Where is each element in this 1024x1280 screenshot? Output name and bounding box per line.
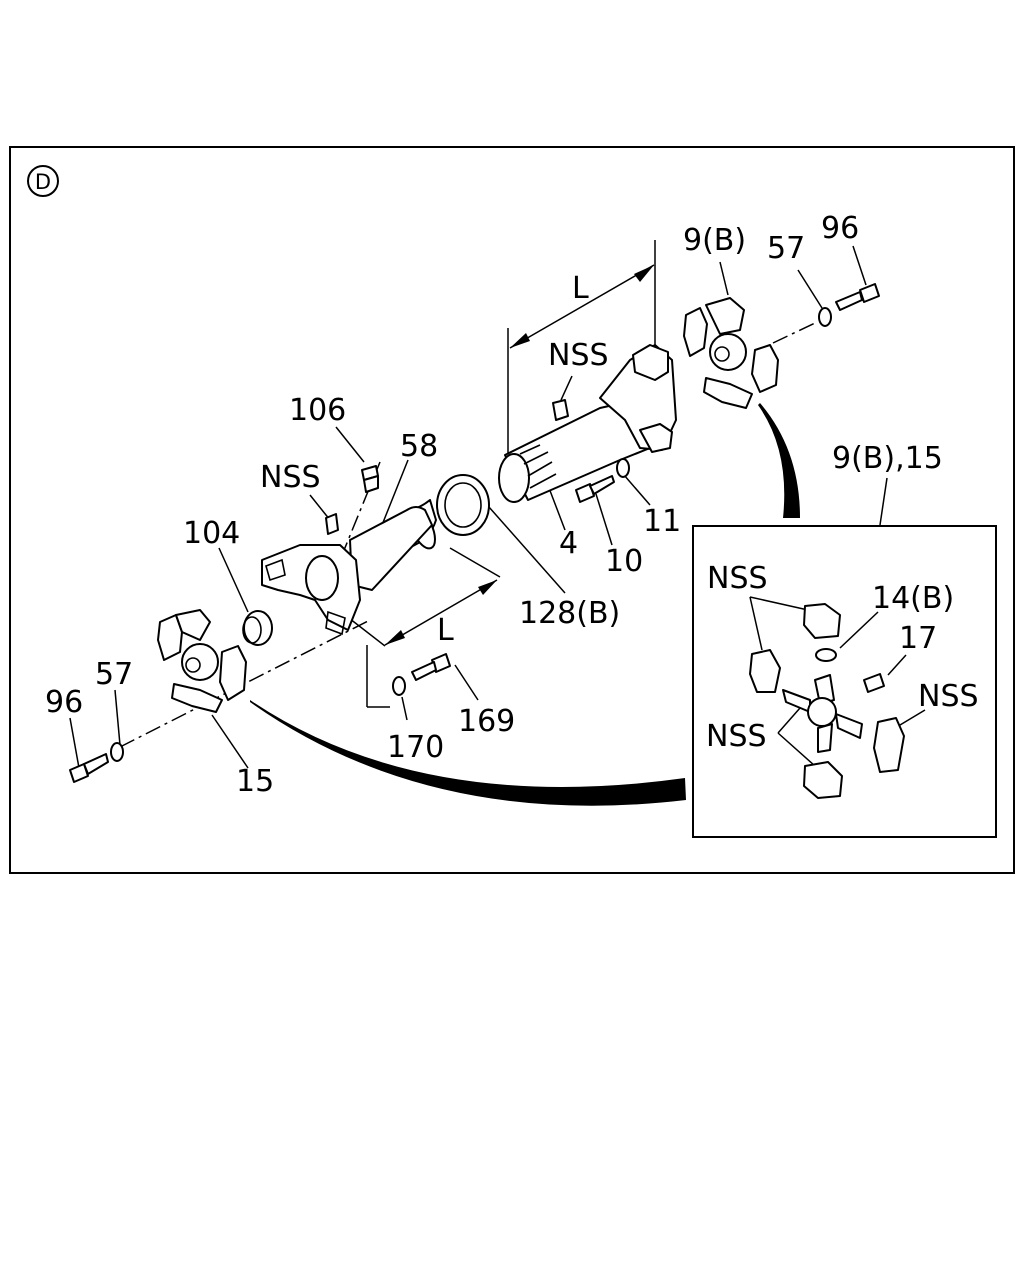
spline-shaft-4 xyxy=(498,344,677,503)
washer-57-top xyxy=(818,307,832,327)
washer-57-left xyxy=(110,742,124,762)
view-marker-letter: D xyxy=(35,170,51,194)
label-96-top: 96 xyxy=(821,211,859,246)
nss-piece-yoke xyxy=(325,513,339,535)
bolt-10 xyxy=(575,475,615,503)
nss-piece-shaft xyxy=(552,399,569,421)
label-9b-top: 9(B) xyxy=(683,223,746,258)
diagram-frame xyxy=(9,146,1015,874)
inset-washer-14b xyxy=(815,648,837,662)
label-106: 106 xyxy=(289,393,346,428)
label-57-left: 57 xyxy=(95,657,133,692)
label-128b: 128(B) xyxy=(519,596,620,631)
part-labels: 9(B) 57 96 L NSS 106 58 NSS 104 4 10 11 … xyxy=(45,211,979,799)
view-marker-d: D xyxy=(27,165,59,197)
inset-frame xyxy=(692,525,997,838)
slip-yoke-58 xyxy=(261,499,437,636)
bolt-169 xyxy=(411,653,451,681)
label-169: 169 xyxy=(458,704,515,739)
label-inset-title: 9(B),15 xyxy=(832,441,943,476)
label-58: 58 xyxy=(400,429,438,464)
inset-cross-spider xyxy=(782,674,863,753)
label-57-top: 57 xyxy=(767,231,805,266)
label-10: 10 xyxy=(605,544,643,579)
detail-curves xyxy=(250,403,800,806)
washer-170 xyxy=(392,676,406,696)
leader-lines xyxy=(69,240,888,769)
label-inset-nss-3: NSS xyxy=(706,719,767,754)
inset-grease-fitting-17 xyxy=(863,673,885,693)
bolt-96-left xyxy=(69,753,109,783)
dust-seal-104 xyxy=(242,610,273,646)
universal-joint-9b xyxy=(683,297,779,409)
label-170: 170 xyxy=(387,730,444,765)
universal-joint-15 xyxy=(157,609,247,713)
seal-128b xyxy=(436,474,490,536)
grease-nipple-106 xyxy=(361,465,379,493)
label-4: 4 xyxy=(559,526,578,561)
label-inset-17: 17 xyxy=(899,621,937,656)
bolt-96-top xyxy=(835,283,880,311)
inset-bearing-caps xyxy=(749,603,905,799)
label-11: 11 xyxy=(643,504,681,539)
label-l-bottom: L xyxy=(437,613,454,648)
label-96-left: 96 xyxy=(45,685,83,720)
label-l-top: L xyxy=(572,271,589,306)
label-nss-yoke: NSS xyxy=(260,460,321,495)
washer-11 xyxy=(616,458,630,478)
label-104: 104 xyxy=(183,516,240,551)
label-inset-nss-1: NSS xyxy=(707,561,768,596)
inset-leaders xyxy=(749,596,926,767)
label-inset-nss-2: NSS xyxy=(918,679,979,714)
label-inset-14b: 14(B) xyxy=(872,581,954,616)
label-nss-shaft: NSS xyxy=(548,338,609,373)
label-15: 15 xyxy=(236,764,274,799)
